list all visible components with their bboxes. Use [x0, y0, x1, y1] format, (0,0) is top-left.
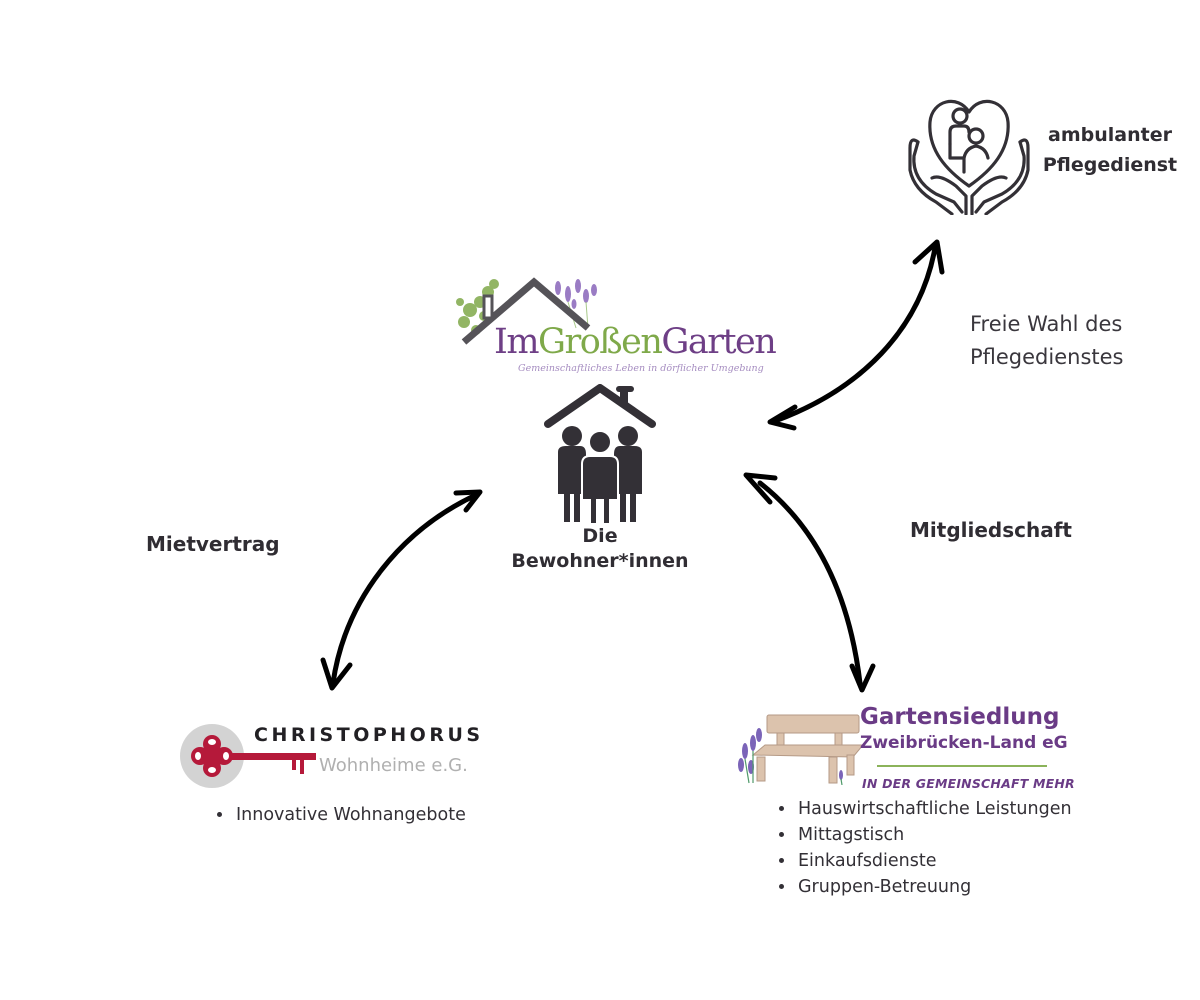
christophorus-name: CHRISTOPHORUS: [254, 724, 484, 746]
christophorus-subtitle: Wohnheime e.G.: [319, 755, 468, 776]
cooperative-services-list: Hauswirtschaftliche Leistungen Mittagsti…: [776, 796, 1072, 900]
relation-label-membership: Mitgliedschaft: [910, 518, 1072, 542]
landlord-services-list: Innovative Wohnangebote: [214, 802, 466, 828]
list-item: Hauswirtschaftliche Leistungen: [796, 796, 1072, 822]
gartensiedlung-name: Gartensiedlung: [860, 704, 1060, 730]
hands-heart-family-icon: [908, 99, 1030, 215]
residents-label: Die Bewohner*innen: [511, 525, 689, 572]
gartensiedlung-subtitle: Zweibrücken-Land eG: [860, 733, 1068, 753]
im-grossen-garten-logo: ImGroßenGarten Gemeinschaftliches Leben …: [450, 272, 777, 382]
bench-icon: [738, 714, 865, 785]
relation-label-rental-contract: Mietvertrag: [146, 532, 280, 556]
house-with-people-icon: [544, 384, 656, 524]
logo-title: ImGroßenGarten: [494, 322, 777, 362]
list-item: Gruppen-Betreuung: [796, 874, 1072, 900]
care-service-label: ambulanter Pflegedienst: [1042, 124, 1178, 176]
arrow-landlord: [320, 489, 483, 691]
key-icon: [180, 724, 316, 788]
list-item: Mittagstisch: [796, 822, 1072, 848]
gartensiedlung-slogan: IN DER GEMEINSCHAFT MEHR: [862, 776, 1075, 791]
house-roof-garden-icon: [456, 277, 597, 345]
logo-subtitle: Gemeinschaftliches Leben in dörflicher U…: [518, 363, 764, 374]
list-item: Einkaufsdienste: [796, 848, 1072, 874]
arrow-care-service: [767, 239, 945, 431]
logo-divider: [877, 765, 1047, 767]
arrow-cooperative: [743, 472, 876, 693]
relation-label-free-choice: Freie Wahl des Pflegedienstes: [970, 312, 1124, 369]
list-item: Innovative Wohnangebote: [234, 802, 466, 828]
